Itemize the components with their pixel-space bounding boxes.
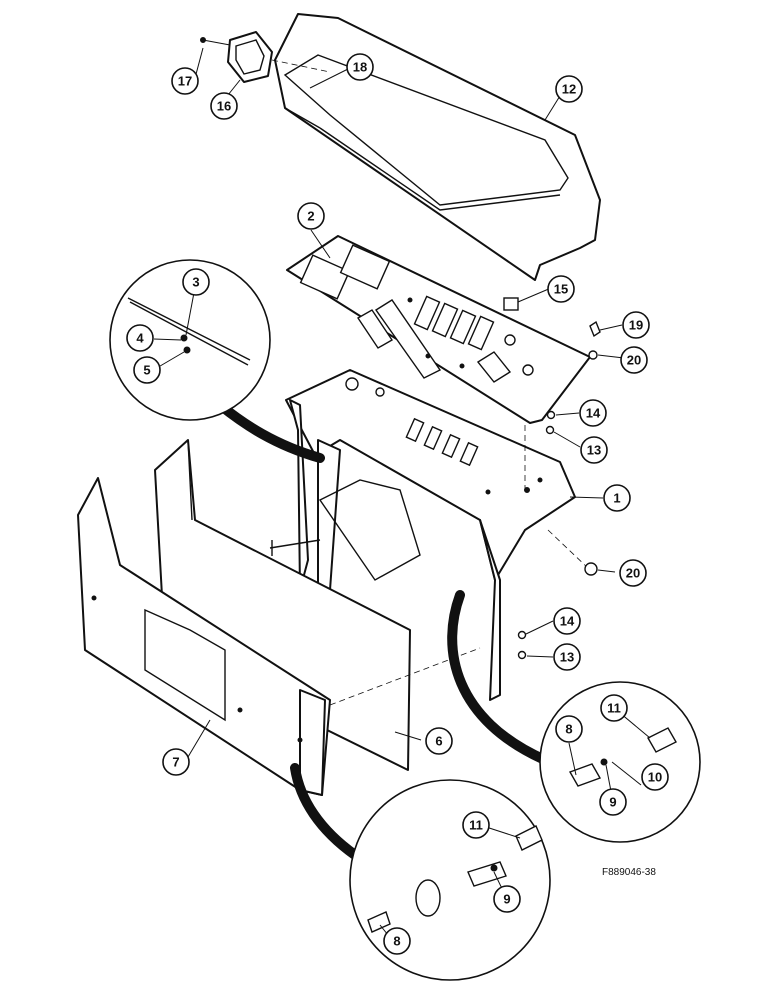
callout-8-b: 8 xyxy=(383,927,411,955)
callout-8: 8 xyxy=(555,715,583,743)
svg-text:18: 18 xyxy=(353,60,367,75)
callout-4: 4 xyxy=(126,324,154,352)
part-19-shape xyxy=(589,320,601,338)
svg-text:7: 7 xyxy=(172,755,179,770)
svg-text:13: 13 xyxy=(560,650,574,665)
part-13-shape xyxy=(545,425,555,435)
callout-19: 19 xyxy=(622,311,650,339)
svg-text:12: 12 xyxy=(562,82,576,97)
svg-text:1: 1 xyxy=(613,491,620,506)
callout-13-b: 13 xyxy=(553,643,581,671)
part-15-shape xyxy=(503,297,519,311)
svg-text:14: 14 xyxy=(560,614,575,629)
svg-text:20: 20 xyxy=(627,353,641,368)
callout-16: 16 xyxy=(210,92,238,120)
svg-text:13: 13 xyxy=(587,443,601,458)
callout-13: 13 xyxy=(580,436,608,464)
callout-3: 3 xyxy=(182,268,210,296)
figure-reference: F889046-38 xyxy=(602,867,656,878)
callout-12: 12 xyxy=(555,75,583,103)
callout-17: 17 xyxy=(171,67,199,95)
part-14-shape xyxy=(546,410,556,420)
callout-2: 2 xyxy=(297,202,325,230)
svg-text:11: 11 xyxy=(607,701,621,716)
outer-side-panel xyxy=(77,477,331,796)
callout-9: 9 xyxy=(599,788,627,816)
callout-6: 6 xyxy=(425,727,453,755)
callout-14: 14 xyxy=(579,399,607,427)
callout-20: 20 xyxy=(620,346,648,374)
callout-9-b: 9 xyxy=(493,885,521,913)
part-20b-shape xyxy=(584,562,598,576)
svg-text:4: 4 xyxy=(136,331,144,346)
svg-text:5: 5 xyxy=(143,363,150,378)
lamp-assembly xyxy=(200,31,273,83)
svg-text:3: 3 xyxy=(192,275,199,290)
callout-10: 10 xyxy=(641,763,669,791)
svg-text:9: 9 xyxy=(503,892,510,907)
callout-7: 7 xyxy=(162,748,190,776)
callout-11: 11 xyxy=(600,694,628,722)
callout-11-b: 11 xyxy=(462,811,490,839)
part-14b-shape xyxy=(517,630,527,640)
svg-text:10: 10 xyxy=(648,770,662,785)
part-20-shape xyxy=(588,350,598,360)
callout-18: 18 xyxy=(346,53,374,81)
svg-text:8: 8 xyxy=(565,722,572,737)
instrument-hood xyxy=(274,13,601,281)
svg-text:14: 14 xyxy=(586,406,601,421)
svg-text:8: 8 xyxy=(393,934,400,949)
switch-panel xyxy=(286,235,591,424)
callout-15: 15 xyxy=(547,275,575,303)
callout-20-b: 20 xyxy=(619,559,647,587)
svg-text:6: 6 xyxy=(435,734,442,749)
svg-text:9: 9 xyxy=(609,795,616,810)
callout-5: 5 xyxy=(133,356,161,384)
svg-text:17: 17 xyxy=(178,74,192,89)
callout-14-b: 14 xyxy=(553,607,581,635)
svg-text:11: 11 xyxy=(469,818,483,833)
console-frame xyxy=(269,369,576,701)
svg-text:15: 15 xyxy=(554,282,568,297)
detail-view-bottom xyxy=(290,763,551,981)
svg-text:2: 2 xyxy=(307,209,314,224)
callout-1: 1 xyxy=(603,484,631,512)
svg-text:19: 19 xyxy=(629,318,643,333)
svg-text:16: 16 xyxy=(217,99,231,114)
part-13b-shape xyxy=(517,650,527,660)
svg-text:20: 20 xyxy=(626,566,640,581)
